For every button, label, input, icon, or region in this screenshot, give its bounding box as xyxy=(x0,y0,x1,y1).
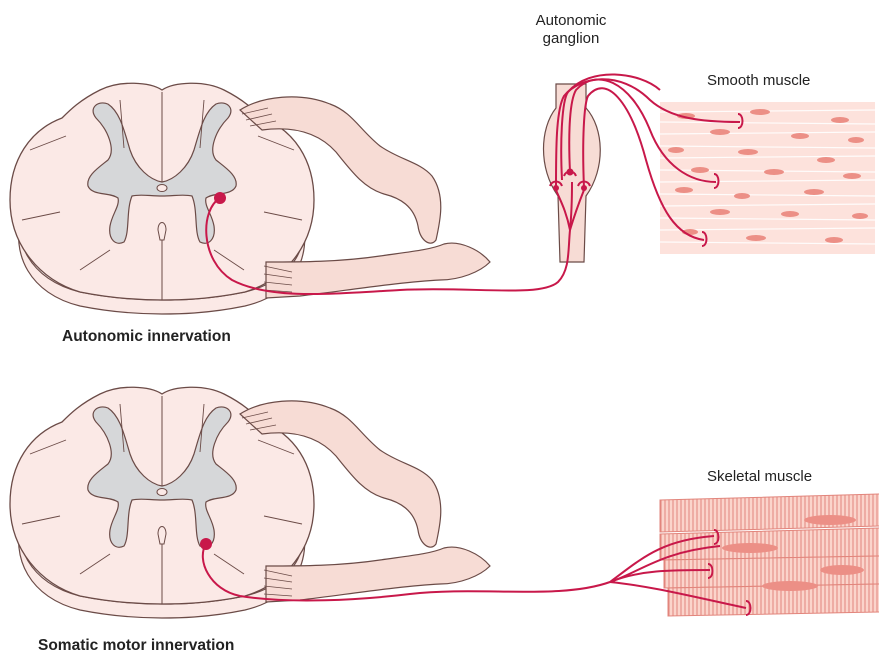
autonomic-ganglion-label: Autonomic ganglion xyxy=(511,12,631,48)
smooth-muscle-label: Smooth muscle xyxy=(707,72,810,90)
somatic-motor-cell-body xyxy=(200,538,212,550)
spinal-cord-section-autonomic xyxy=(10,83,490,314)
autonomic-ganglion-label-line2: ganglion xyxy=(511,30,631,48)
autonomic-panel xyxy=(10,74,875,314)
autonomic-ganglion-label-line1: Autonomic xyxy=(511,12,631,30)
skeletal-muscle-tissue xyxy=(660,494,879,616)
autonomic-innervation-caption: Autonomic innervation xyxy=(62,328,231,346)
skeletal-muscle-label: Skeletal muscle xyxy=(707,468,812,486)
somatic-innervation-caption: Somatic motor innervation xyxy=(38,637,234,655)
preganglionic-cell-body xyxy=(214,192,226,204)
spinal-cord-section-somatic xyxy=(10,387,490,618)
somatic-panel xyxy=(10,387,879,618)
